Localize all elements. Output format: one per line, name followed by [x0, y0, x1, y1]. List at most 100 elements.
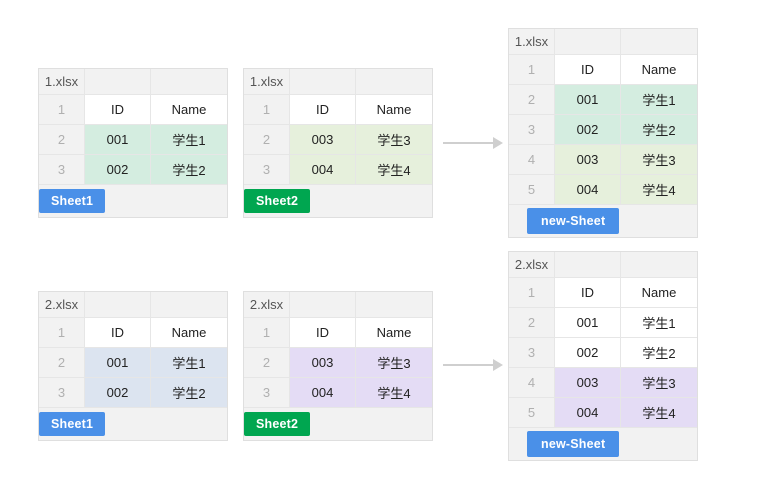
filename-blank-b	[621, 29, 697, 55]
filename-row: 2.xlsx	[244, 292, 432, 318]
cell-id: 003	[555, 368, 621, 398]
arrow-head-icon	[493, 359, 503, 371]
filename-blank-b	[151, 69, 227, 95]
column-header-id: ID	[290, 95, 356, 125]
cell-id: 001	[85, 125, 151, 155]
row-number: 1	[244, 318, 290, 348]
cell-id: 002	[555, 338, 621, 368]
arrow-head-icon	[493, 137, 503, 149]
sheet-tab-wrap: Sheet1	[39, 185, 227, 217]
cell-name: 学生3	[621, 368, 697, 398]
filename-row: 1.xlsx	[244, 69, 432, 95]
cell-name: 学生2	[621, 115, 697, 145]
filename-blank-a	[555, 29, 621, 55]
filename-blank-a	[290, 69, 356, 95]
cell-id: 004	[290, 155, 356, 185]
sheet-tab-sheet1[interactable]: Sheet1	[39, 412, 106, 436]
sheet-tab-sheet1[interactable]: Sheet1	[39, 189, 106, 213]
filename-blank-b	[151, 292, 227, 318]
sheet-tab-wrap: Sheet2	[244, 185, 432, 217]
row-number: 3	[244, 378, 290, 408]
cell-name: 学生4	[356, 155, 432, 185]
filename-row: 2.xlsx	[509, 252, 697, 278]
sheet-tab-row: Sheet2	[244, 408, 432, 440]
row-number: 3	[244, 155, 290, 185]
sheet-tab-new-sheet[interactable]: new-Sheet	[527, 208, 620, 234]
filename-label: 1.xlsx	[509, 29, 555, 55]
filename-blank-a	[85, 69, 151, 95]
merge-arrow-2	[443, 359, 503, 371]
cell-name: 学生2	[621, 338, 697, 368]
sheet-tab-wrap: new-Sheet	[509, 428, 697, 460]
filename-label: 2.xlsx	[39, 292, 85, 318]
row-number: 5	[509, 398, 555, 428]
row-number: 1	[509, 278, 555, 308]
cell-name: 学生3	[356, 348, 432, 378]
column-header-name: Name	[621, 278, 697, 308]
row-number: 3	[39, 155, 85, 185]
row-number: 1	[244, 95, 290, 125]
cell-name: 学生1	[151, 125, 227, 155]
cell-name: 学生2	[151, 378, 227, 408]
row-number: 2	[244, 348, 290, 378]
sheet-tab-wrap: new-Sheet	[509, 205, 697, 237]
sheet-tab-wrap: Sheet2	[244, 408, 432, 440]
row-number: 2	[39, 348, 85, 378]
cell-id: 003	[290, 348, 356, 378]
filename-blank-b	[356, 69, 432, 95]
sheet-tab-wrap: Sheet1	[39, 408, 227, 440]
sheet-tab-row: Sheet2	[244, 185, 432, 217]
cell-name: 学生4	[356, 378, 432, 408]
merge-arrow-1	[443, 137, 503, 149]
row-number: 1	[39, 318, 85, 348]
arrow-shaft	[443, 142, 494, 144]
sheet-tab-sheet2[interactable]: Sheet2	[244, 412, 311, 436]
cell-id: 003	[290, 125, 356, 155]
filename-label: 1.xlsx	[244, 69, 290, 95]
cell-id: 002	[85, 378, 151, 408]
cell-name: 学生3	[356, 125, 432, 155]
row-number: 3	[509, 338, 555, 368]
sheet-tab-sheet2[interactable]: Sheet2	[244, 189, 311, 213]
filename-blank-a	[555, 252, 621, 278]
filename-label: 1.xlsx	[39, 69, 85, 95]
cell-id: 001	[555, 308, 621, 338]
row-number: 4	[509, 368, 555, 398]
sheet-tab-new-sheet[interactable]: new-Sheet	[527, 431, 620, 457]
sheet-tab-row: new-Sheet	[509, 205, 697, 237]
row-number: 2	[244, 125, 290, 155]
cell-id: 004	[555, 398, 621, 428]
cell-id: 001	[555, 85, 621, 115]
filename-blank-a	[290, 292, 356, 318]
sheet-tab-strip: new-Sheet	[509, 205, 697, 237]
cell-id: 004	[290, 378, 356, 408]
sheet-tab-strip: Sheet1	[39, 408, 227, 440]
column-header-id: ID	[85, 318, 151, 348]
row-number: 2	[39, 125, 85, 155]
sheet-tab-strip: Sheet1	[39, 185, 227, 217]
row-number: 3	[39, 378, 85, 408]
sheet-tab-strip: Sheet2	[244, 185, 432, 217]
row-number: 5	[509, 175, 555, 205]
cell-name: 学生1	[151, 348, 227, 378]
cell-id: 002	[555, 115, 621, 145]
